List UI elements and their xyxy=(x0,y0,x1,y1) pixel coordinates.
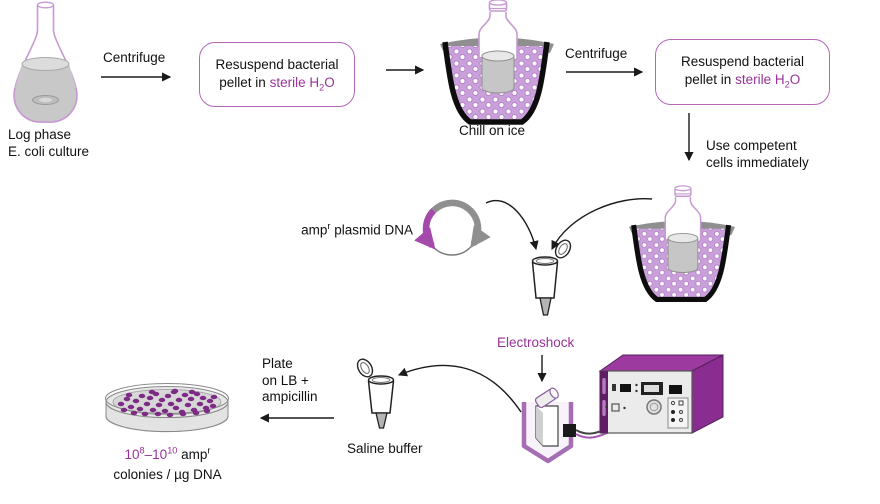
saline-tube xyxy=(356,358,395,429)
text-fragment: pellet in xyxy=(684,72,736,87)
text-fragment: O xyxy=(789,72,801,87)
text-fragment: sterile H xyxy=(269,74,320,90)
use-competent-label: Use competent cells immediately xyxy=(706,138,809,171)
ice-bucket-1 xyxy=(440,0,554,122)
resuspend-box-2-line1: Resuspend bacterial xyxy=(680,54,805,70)
text-fragment: 2 xyxy=(319,82,325,93)
text-fragment: colonies / µg DNA xyxy=(113,466,222,482)
resuspend-box-2: Resuspend bacterial pellet in sterile H2… xyxy=(655,39,830,105)
text-fragment: 10 xyxy=(124,446,140,462)
flask-label-line2: E. coli culture xyxy=(8,143,90,159)
centrifuge-label-2: Centrifuge xyxy=(565,46,628,61)
text-fragment: sterile H2O xyxy=(735,72,801,90)
text-fragment: on LB + xyxy=(262,372,309,388)
flask-graphic xyxy=(13,1,78,123)
resuspend-box-2-line2: pellet in sterile H2O xyxy=(685,71,800,91)
text-fragment: 10 xyxy=(167,445,178,455)
saline-label: Saline buffer xyxy=(347,441,423,456)
cuvette-to-saline-arrow xyxy=(397,364,522,413)
text-fragment: O xyxy=(324,74,335,90)
resuspend-box-1: Resuspend bacterial pellet in sterile H2… xyxy=(199,42,355,107)
text-fragment: r xyxy=(327,221,331,231)
centrifuge-label-1: Centrifuge xyxy=(103,50,166,65)
text-fragment: Plate xyxy=(262,356,293,371)
electroshock-label: Electroshock xyxy=(497,335,575,350)
microfuge-tube xyxy=(531,239,572,316)
text-fragment: ampr xyxy=(177,445,211,462)
ice-bucket-2 xyxy=(629,186,735,300)
plasmid-label: ampr plasmid DNA xyxy=(280,221,413,239)
flask-label: Log phase E. coli culture xyxy=(8,127,89,160)
text-fragment: r xyxy=(207,445,211,455)
colonies xyxy=(117,388,218,418)
text-fragment: sterile H2O xyxy=(269,74,335,93)
text-fragment: Use competent xyxy=(706,138,797,153)
text-fragment: amp xyxy=(301,222,328,238)
text-fragment: cells immediately xyxy=(706,154,809,170)
resuspend-box-1-line1: Resuspend bacterial xyxy=(215,56,339,72)
petri-dish xyxy=(105,383,229,433)
bucket-to-tube-arrow xyxy=(551,197,653,251)
cuvette-graphic xyxy=(521,387,576,464)
resuspend-box-1-line2: pellet in sterile H2O xyxy=(219,74,334,94)
text-fragment: –10 xyxy=(144,446,168,462)
electroporator-graphic xyxy=(598,354,724,434)
yield-label: 108–1010 ampr colonies / µg DNA xyxy=(85,444,250,485)
text-fragment: amp xyxy=(177,446,208,462)
text-fragment: pellet in xyxy=(219,74,270,90)
yield-count: 108–1010 xyxy=(124,445,178,462)
text-fragment: ampicillin xyxy=(262,389,318,405)
plasmid-to-tube-arrow xyxy=(485,200,539,251)
plasmid-graphic xyxy=(414,199,491,256)
text-fragment: plasmid DNA xyxy=(330,222,413,238)
chill-label: Chill on ice xyxy=(459,123,526,138)
plate-label: Plate on LB + ampicillin xyxy=(262,356,318,406)
text-fragment: sterile H xyxy=(735,72,785,87)
text-fragment: 8 xyxy=(139,445,145,455)
flask-label-line1: Log phase xyxy=(8,127,72,142)
text-fragment: 2 xyxy=(784,79,790,90)
